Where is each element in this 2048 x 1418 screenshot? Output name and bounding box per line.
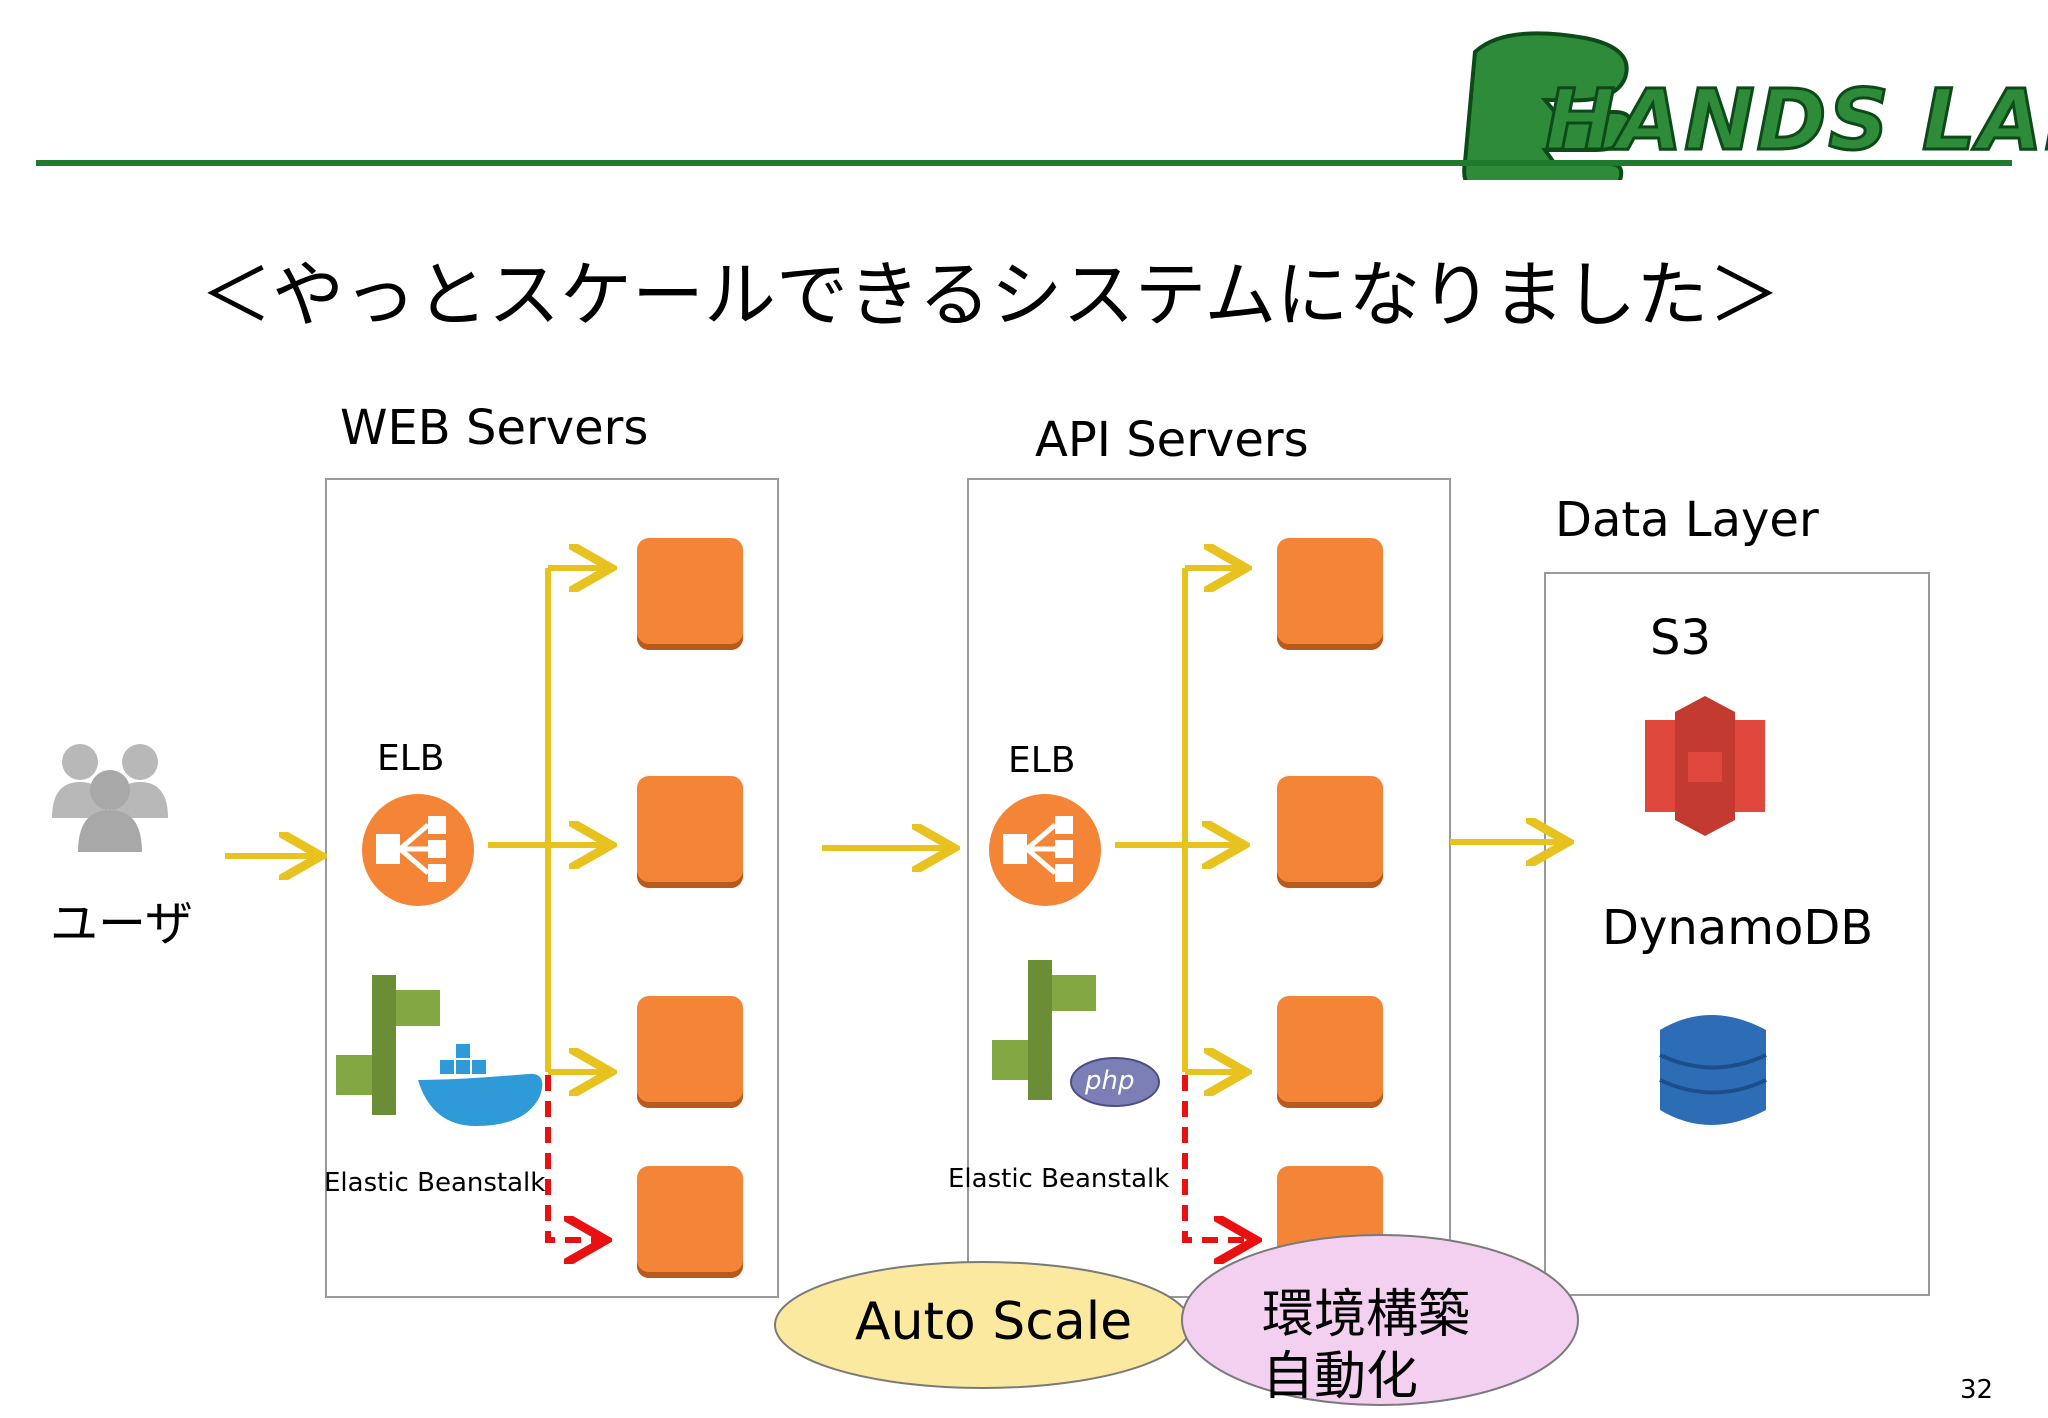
hands-logo-icon bbox=[1462, 31, 1633, 180]
web-platform-label: Elastic Beanstalk bbox=[324, 1168, 546, 1198]
dynamodb-icon bbox=[1659, 1015, 1767, 1125]
data-layer-box bbox=[1544, 572, 1930, 1296]
header-divider bbox=[36, 160, 2012, 166]
elastic-beanstalk-icon bbox=[992, 960, 1096, 1100]
docker-icon bbox=[418, 1044, 543, 1126]
s3-label: S3 bbox=[1650, 610, 1712, 666]
web-instance bbox=[637, 996, 743, 1108]
web-servers-title: WEB Servers bbox=[340, 400, 649, 456]
api-instance bbox=[1277, 776, 1383, 888]
api-elb-label: ELB bbox=[1008, 740, 1076, 781]
web-servers-box bbox=[325, 478, 779, 1298]
php-icon bbox=[1070, 1057, 1160, 1107]
users-icon bbox=[52, 744, 168, 852]
s3-icon bbox=[1645, 696, 1765, 836]
env-automation-callout bbox=[1181, 1234, 1579, 1406]
api-servers-title: API Servers bbox=[1035, 412, 1309, 468]
auto-scale-text: Auto Scale bbox=[855, 1292, 1133, 1352]
elb-icon bbox=[989, 794, 1101, 906]
web-elb-label: ELB bbox=[377, 738, 445, 779]
api-platform-label: Elastic Beanstalk bbox=[948, 1164, 1170, 1194]
logo-text: HANDS LAB bbox=[1544, 70, 2048, 171]
web-instance-scaled bbox=[637, 1166, 743, 1278]
elastic-beanstalk-icon bbox=[336, 975, 440, 1115]
web-instance bbox=[637, 538, 743, 650]
user-label: ユーザ bbox=[50, 896, 194, 952]
data-layer-title: Data Layer bbox=[1555, 492, 1819, 548]
slide-title: ＜やっとスケールできるシステムになりました＞ bbox=[200, 253, 1781, 337]
dynamodb-label: DynamoDB bbox=[1602, 900, 1874, 956]
env-automation-line2: 自動化 bbox=[1262, 1347, 1419, 1407]
api-instance bbox=[1277, 538, 1383, 650]
api-instance bbox=[1277, 996, 1383, 1108]
env-automation-line1: 環境構築 bbox=[1262, 1285, 1471, 1345]
web-instance bbox=[637, 776, 743, 888]
php-label: php bbox=[1085, 1066, 1135, 1096]
page-number: 32 bbox=[1960, 1375, 1994, 1405]
elb-icon bbox=[362, 794, 474, 906]
